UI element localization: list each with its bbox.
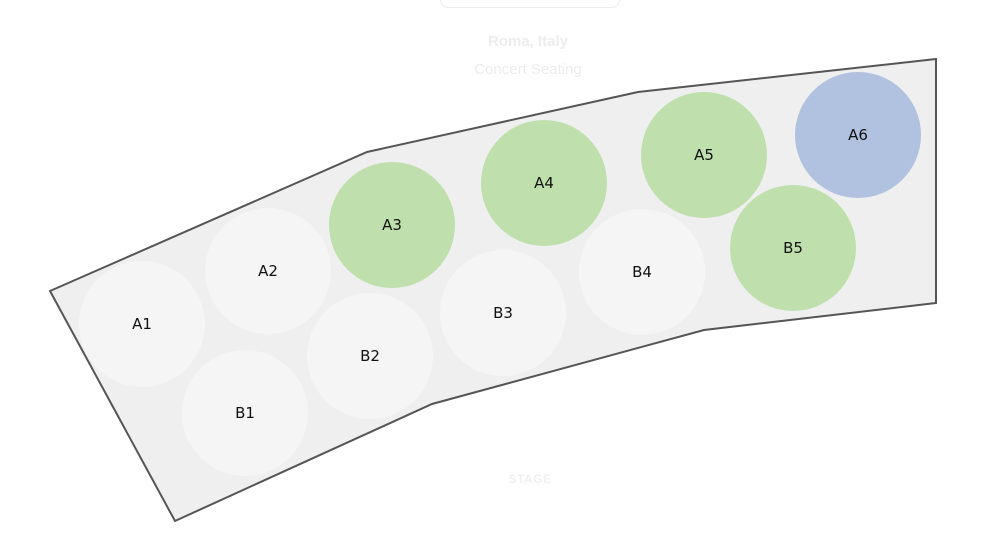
seat-b4[interactable]: B4: [579, 209, 705, 335]
seat-b5[interactable]: B5: [730, 185, 856, 311]
seat-label: B5: [783, 239, 803, 257]
seat-circle[interactable]: [795, 72, 921, 198]
seat-circle[interactable]: [730, 185, 856, 311]
seat-label: B3: [493, 304, 513, 322]
seat-circle[interactable]: [641, 92, 767, 218]
seat-b3[interactable]: B3: [440, 250, 566, 376]
stage-label: STAGE: [508, 472, 552, 486]
seat-label: A5: [694, 146, 714, 164]
seat-label: A3: [382, 216, 402, 234]
seat-label: B4: [632, 263, 652, 281]
seat-label: B2: [360, 347, 380, 365]
venue-subtitle: Concert Seating: [474, 61, 582, 78]
seat-label: A2: [258, 262, 278, 280]
seat-a1[interactable]: A1: [79, 261, 205, 387]
seat-a2[interactable]: A2: [205, 208, 331, 334]
seat-circle[interactable]: [307, 293, 433, 419]
venue-title: Roma, Italy: [487, 33, 569, 50]
seat-circle[interactable]: [440, 250, 566, 376]
seat-circle[interactable]: [205, 208, 331, 334]
seat-circle[interactable]: [579, 209, 705, 335]
seat-a4[interactable]: A4: [481, 120, 607, 246]
seat-label: B1: [235, 404, 255, 422]
seat-b1[interactable]: B1: [182, 350, 308, 476]
seat-a5[interactable]: A5: [641, 92, 767, 218]
seat-circle[interactable]: [329, 162, 455, 288]
seat-circle[interactable]: [182, 350, 308, 476]
seat-a6[interactable]: A6: [795, 72, 921, 198]
seat-label: A4: [534, 174, 554, 192]
seat-circle[interactable]: [79, 261, 205, 387]
seat-circle[interactable]: [481, 120, 607, 246]
seat-b2[interactable]: B2: [307, 293, 433, 419]
seat-label: A1: [132, 315, 152, 333]
seat-label: A6: [848, 126, 868, 144]
seat-a3[interactable]: A3: [329, 162, 455, 288]
